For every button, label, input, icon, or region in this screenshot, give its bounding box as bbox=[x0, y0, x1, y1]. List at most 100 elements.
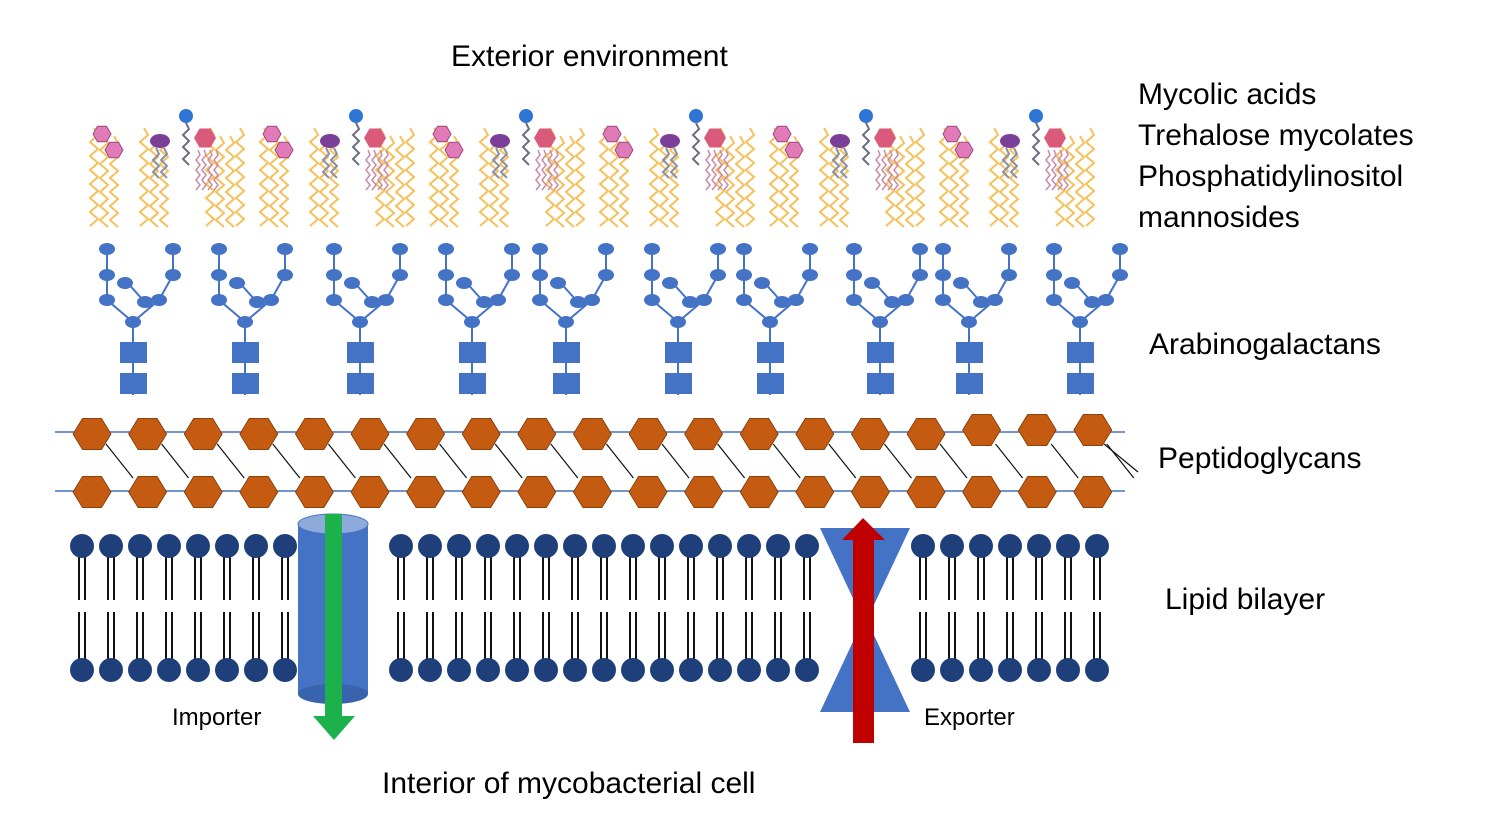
arabinose-node bbox=[99, 294, 115, 306]
mycolic-tail bbox=[838, 135, 850, 228]
mycolic-label-line: Mycolic acids bbox=[1138, 78, 1317, 111]
phospholipid-head bbox=[592, 534, 616, 558]
mycolic-tail bbox=[224, 135, 236, 228]
arabinogalactan-unit bbox=[1046, 243, 1128, 395]
pim-tail bbox=[881, 149, 887, 191]
phospholipid bbox=[534, 534, 558, 682]
mycolic-tail bbox=[768, 127, 780, 227]
pim-tail bbox=[875, 149, 881, 191]
peptidoglycan-unit bbox=[72, 417, 112, 451]
pim-ball bbox=[1029, 109, 1043, 123]
arabinose-node bbox=[504, 269, 520, 281]
arabinose-node bbox=[137, 296, 153, 308]
peptidoglycan-unit bbox=[572, 475, 612, 509]
peptidoglycan-unit bbox=[739, 475, 779, 509]
phospholipid bbox=[389, 534, 413, 682]
arabinose-node bbox=[99, 269, 115, 281]
pim-ball bbox=[179, 109, 193, 123]
phospholipid-head bbox=[476, 658, 500, 682]
purple-lipid-head bbox=[320, 134, 340, 148]
peptidoglycan-unit bbox=[962, 475, 1002, 509]
phospholipid-head bbox=[244, 658, 268, 682]
arabinose-node bbox=[935, 243, 951, 255]
purple-lipid-tail bbox=[661, 147, 671, 179]
galactan-block bbox=[867, 342, 894, 363]
arabinose-node bbox=[884, 296, 900, 308]
phospholipid-head bbox=[650, 534, 674, 558]
arabinogalactans-label: Arabinogalactans bbox=[1149, 328, 1381, 361]
mycolic-tail bbox=[394, 135, 406, 228]
purple-lipid-head bbox=[830, 134, 850, 148]
mycolic-tail bbox=[428, 127, 440, 227]
phospholipid-head bbox=[244, 534, 268, 558]
trehalose-sugar bbox=[262, 125, 282, 143]
arabinose-node bbox=[987, 294, 1003, 306]
mycolic-tail bbox=[1064, 135, 1076, 228]
phospholipid-head bbox=[998, 658, 1022, 682]
peptidoglycan-unit bbox=[1017, 413, 1057, 447]
galactan-block bbox=[553, 342, 580, 363]
arabinose-node bbox=[277, 243, 293, 255]
pim-stalk bbox=[351, 122, 361, 166]
purple-lipid-head bbox=[150, 134, 170, 148]
mycolic-tail bbox=[148, 135, 160, 228]
phospholipid bbox=[679, 534, 703, 682]
peptidoglycan-unit bbox=[1073, 413, 1113, 447]
peptide-crosslink bbox=[1103, 443, 1139, 473]
phospholipid bbox=[99, 534, 123, 682]
pim-head bbox=[194, 128, 216, 148]
phospholipid-head bbox=[940, 658, 964, 682]
arabinogalactan-layer bbox=[99, 243, 1128, 395]
pim-ball bbox=[349, 109, 363, 123]
arabinogalactan-unit bbox=[736, 243, 818, 395]
pim-head bbox=[364, 128, 386, 148]
pim-head bbox=[534, 128, 556, 148]
peptidoglycan-unit bbox=[350, 417, 390, 451]
phospholipid-head bbox=[737, 534, 761, 558]
arabinogalactan-unit bbox=[326, 243, 408, 395]
arabinose-node bbox=[1112, 243, 1128, 255]
peptidoglycan-unit bbox=[628, 417, 668, 451]
arabinose-node bbox=[550, 277, 566, 289]
phospholipid-head bbox=[447, 658, 471, 682]
arabinose-node bbox=[125, 316, 141, 328]
peptidoglycan-unit bbox=[128, 475, 168, 509]
arabinose-node bbox=[864, 277, 880, 289]
arabinose-node bbox=[774, 296, 790, 308]
peptidoglycan-unit bbox=[350, 475, 390, 509]
mycolic-tail bbox=[384, 135, 396, 228]
pim-tail bbox=[213, 149, 219, 191]
arabinogalactan-unit bbox=[99, 243, 181, 395]
arabinose-node bbox=[598, 269, 614, 281]
phospholipid bbox=[70, 534, 94, 682]
peptidoglycan-unit bbox=[906, 475, 946, 509]
pim-stalk bbox=[1031, 122, 1041, 166]
arabinose-node bbox=[802, 269, 818, 281]
phospholipid-head bbox=[563, 658, 587, 682]
arabinose-node bbox=[249, 296, 265, 308]
pim-tail bbox=[547, 149, 553, 191]
galactan-block bbox=[459, 342, 486, 363]
mycolic-tail bbox=[988, 127, 1000, 227]
mycolic-label-line: mannosides bbox=[1138, 201, 1300, 234]
arabinose-node bbox=[662, 277, 678, 289]
trehalose-sugar bbox=[614, 141, 634, 159]
mycolic-tail bbox=[658, 135, 670, 228]
peptide-crosslink bbox=[327, 443, 356, 479]
phospholipid-head bbox=[1085, 534, 1109, 558]
arabinogalactan-unit bbox=[211, 243, 293, 395]
arabinogalactan-unit bbox=[438, 243, 520, 395]
arabinose-node bbox=[364, 296, 380, 308]
arabinose-node bbox=[326, 294, 342, 306]
peptidoglycan-unit bbox=[406, 417, 446, 451]
phospholipid-head bbox=[186, 658, 210, 682]
peptide-crosslink bbox=[605, 443, 634, 479]
pim-stalk bbox=[861, 122, 871, 166]
mycolic-tail bbox=[668, 135, 680, 228]
galactan-block bbox=[956, 342, 983, 363]
pim-tail bbox=[711, 149, 717, 191]
arabinose-node bbox=[802, 243, 818, 255]
peptide-crosslink bbox=[105, 443, 134, 479]
galactan-block bbox=[665, 342, 692, 363]
